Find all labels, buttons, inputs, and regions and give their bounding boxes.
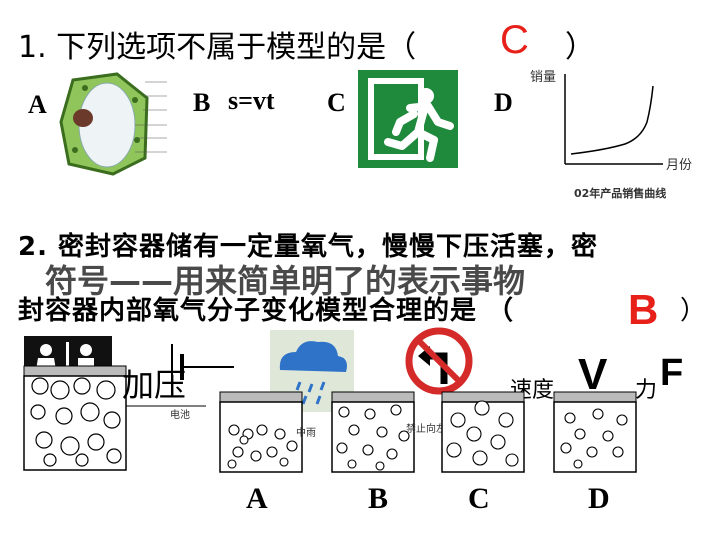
q2-question-line1: 2. 密封容器储有一定量氧气，慢慢下压活塞，密 xyxy=(18,232,599,262)
q1-question: 1. 下列选项不属于模型的是（ xyxy=(18,30,417,65)
container-c-label: C xyxy=(468,482,490,515)
q2-question-line2: 封容器内部氧气分子变化模型合理的是 （ xyxy=(18,296,515,326)
plant-cell-image xyxy=(59,72,167,176)
initial-container xyxy=(23,365,127,471)
q1-option-d-label: D xyxy=(494,88,513,117)
speed-symbol: V xyxy=(578,350,608,399)
q1-close-paren: ） xyxy=(565,30,595,65)
no-left-turn-label: 禁止向左转弯 xyxy=(406,424,466,435)
q2-answer: B xyxy=(628,286,659,333)
no-left-turn-sign-icon xyxy=(405,327,473,395)
container-a-label: A xyxy=(246,482,268,515)
q1-option-b-label: B xyxy=(193,88,211,117)
container-b-label: B xyxy=(368,482,389,515)
rain-label: 中雨 xyxy=(296,428,316,439)
container-c xyxy=(441,391,525,473)
graph-caption: 02年产品销售曲线 xyxy=(574,187,667,200)
container-b xyxy=(331,391,415,473)
q1-formula: s=vt xyxy=(228,86,275,115)
q1-answer: C xyxy=(500,18,529,62)
graph-ylabel: 销量 xyxy=(530,70,557,85)
container-a xyxy=(219,391,303,473)
container-d xyxy=(553,391,637,473)
q1-option-a-label: A xyxy=(28,90,47,119)
press-label: 加压 xyxy=(122,366,187,404)
force-symbol: F xyxy=(660,352,684,394)
overlay-caption: 符号——用来简单明了的表示事物 xyxy=(45,262,526,300)
battery-label: 电池 xyxy=(170,410,190,421)
force-label: 力 xyxy=(635,378,658,403)
q1-option-c-label: C xyxy=(327,88,346,117)
graph-xlabel: 月份 xyxy=(666,158,693,173)
sales-curve-graph xyxy=(564,74,663,165)
battery-symbol-icon xyxy=(126,344,234,407)
container-d-label: D xyxy=(588,482,610,515)
exit-sign-icon xyxy=(358,70,458,168)
q2-close-paren: ） xyxy=(680,296,707,326)
